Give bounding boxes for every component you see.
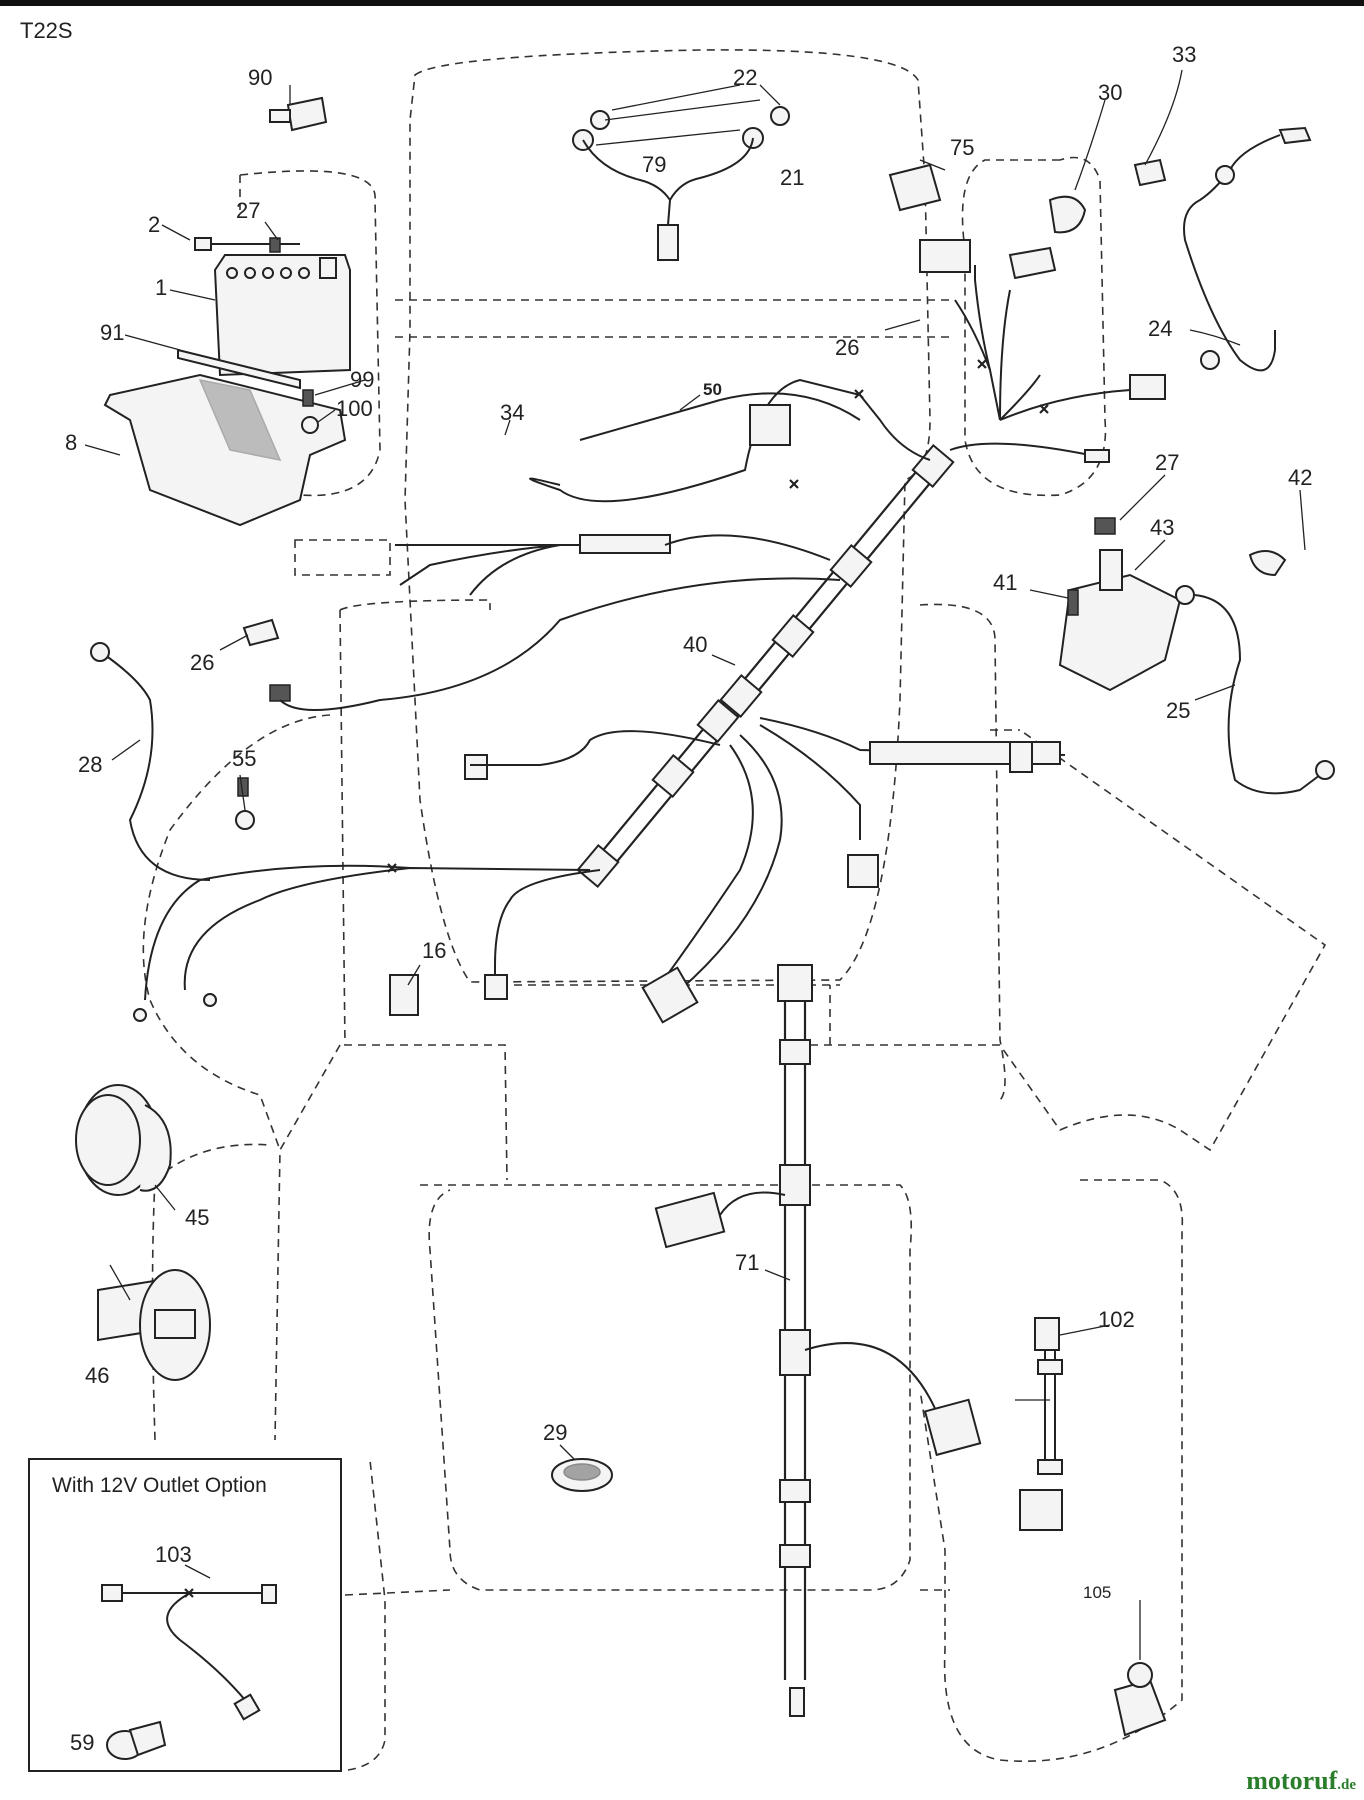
callout-75: 75: [950, 135, 974, 160]
watermark-name: motoruf: [1246, 1766, 1338, 1795]
top-rule: [0, 0, 1364, 6]
callout-28: 28: [78, 752, 102, 777]
solenoid-and-cables: [90, 517, 1335, 881]
callout-59: 59: [70, 1730, 94, 1755]
leader-lines: [84, 69, 1306, 1660]
main-harness: [133, 378, 1110, 1024]
component-102-105: [1015, 1317, 1167, 1737]
callout-102: 102: [1098, 1307, 1135, 1332]
callout-55: 55: [232, 746, 256, 771]
callout-99: 99: [350, 367, 374, 392]
right-top-components: [888, 126, 1312, 421]
callout-27-right: 27: [1155, 450, 1179, 475]
headlight-harness: [572, 99, 790, 261]
rear-harness: [551, 964, 982, 1717]
callout-25: 25: [1166, 698, 1190, 723]
outlet-option-inset: With 12V Outlet Option 103 59: [28, 1458, 342, 1772]
battery-assembly: [103, 237, 351, 527]
callout-22: 22: [733, 65, 757, 90]
callout-2: 2: [148, 212, 160, 237]
callout-21: 21: [780, 165, 804, 190]
callout-27-top: 27: [236, 198, 260, 223]
callout-33: 33: [1172, 42, 1196, 67]
instrument-gauges: [75, 1084, 211, 1381]
callout-90: 90: [248, 65, 272, 90]
callout-26-left: 26: [190, 650, 214, 675]
splice-marks: [182, 359, 1049, 1600]
outlet-option-drawing: 103 59: [70, 1542, 277, 1760]
callout-105: 105: [1083, 1583, 1111, 1602]
callout-100: 100: [336, 396, 373, 421]
callout-45: 45: [185, 1205, 209, 1230]
outlet-option-title: With 12V Outlet Option: [52, 1474, 267, 1497]
callout-34: 34: [500, 400, 524, 425]
watermark-logo: motoruf.de: [1246, 1766, 1356, 1796]
callout-30: 30: [1098, 80, 1122, 105]
page-code: T22S: [20, 18, 73, 43]
callout-50: 50: [703, 380, 722, 399]
callout-24: 24: [1148, 316, 1172, 341]
callout-42: 42: [1288, 465, 1312, 490]
misc-parts-top-left: [242, 96, 488, 1016]
callout-103: 103: [155, 1542, 192, 1567]
callout-40: 40: [683, 632, 707, 657]
callout-16: 16: [422, 938, 446, 963]
callout-46: 46: [85, 1363, 109, 1388]
callout-8: 8: [65, 430, 77, 455]
callout-79: 79: [642, 152, 666, 177]
callout-41: 41: [993, 570, 1017, 595]
callout-labels: 22 79 21 75 30 33 90 2 27 1 91 99 100 8 …: [65, 42, 1312, 1602]
callout-26-top: 26: [835, 335, 859, 360]
callout-1: 1: [155, 275, 167, 300]
callout-91: 91: [100, 320, 124, 345]
callout-29: 29: [543, 1420, 567, 1445]
callout-71: 71: [735, 1250, 759, 1275]
callout-43: 43: [1150, 515, 1174, 540]
watermark-tld: .de: [1337, 1777, 1356, 1793]
